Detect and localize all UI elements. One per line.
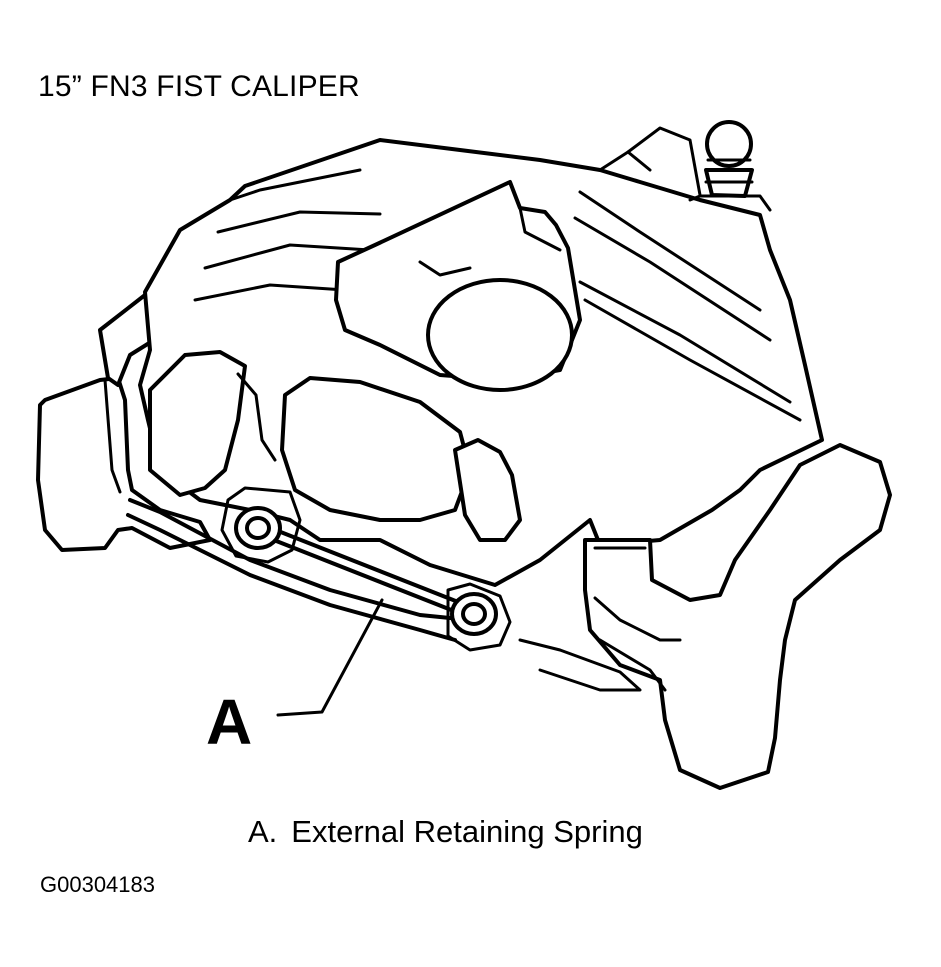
diagram-title: 15” FN3 FIST CALIPER [38,70,360,103]
callout-leader-line [276,598,384,717]
legend-key: A. [248,814,278,849]
legend-text: External Retaining Spring [291,814,643,849]
legend-entry: A. External Retaining Spring [248,814,643,850]
callout-letter-a: A [206,686,253,758]
front-center-finger [280,376,472,522]
front-left-finger [148,350,247,497]
figure-id: G00304183 [40,872,155,897]
front-right-finger [453,438,522,542]
piston [426,278,574,392]
